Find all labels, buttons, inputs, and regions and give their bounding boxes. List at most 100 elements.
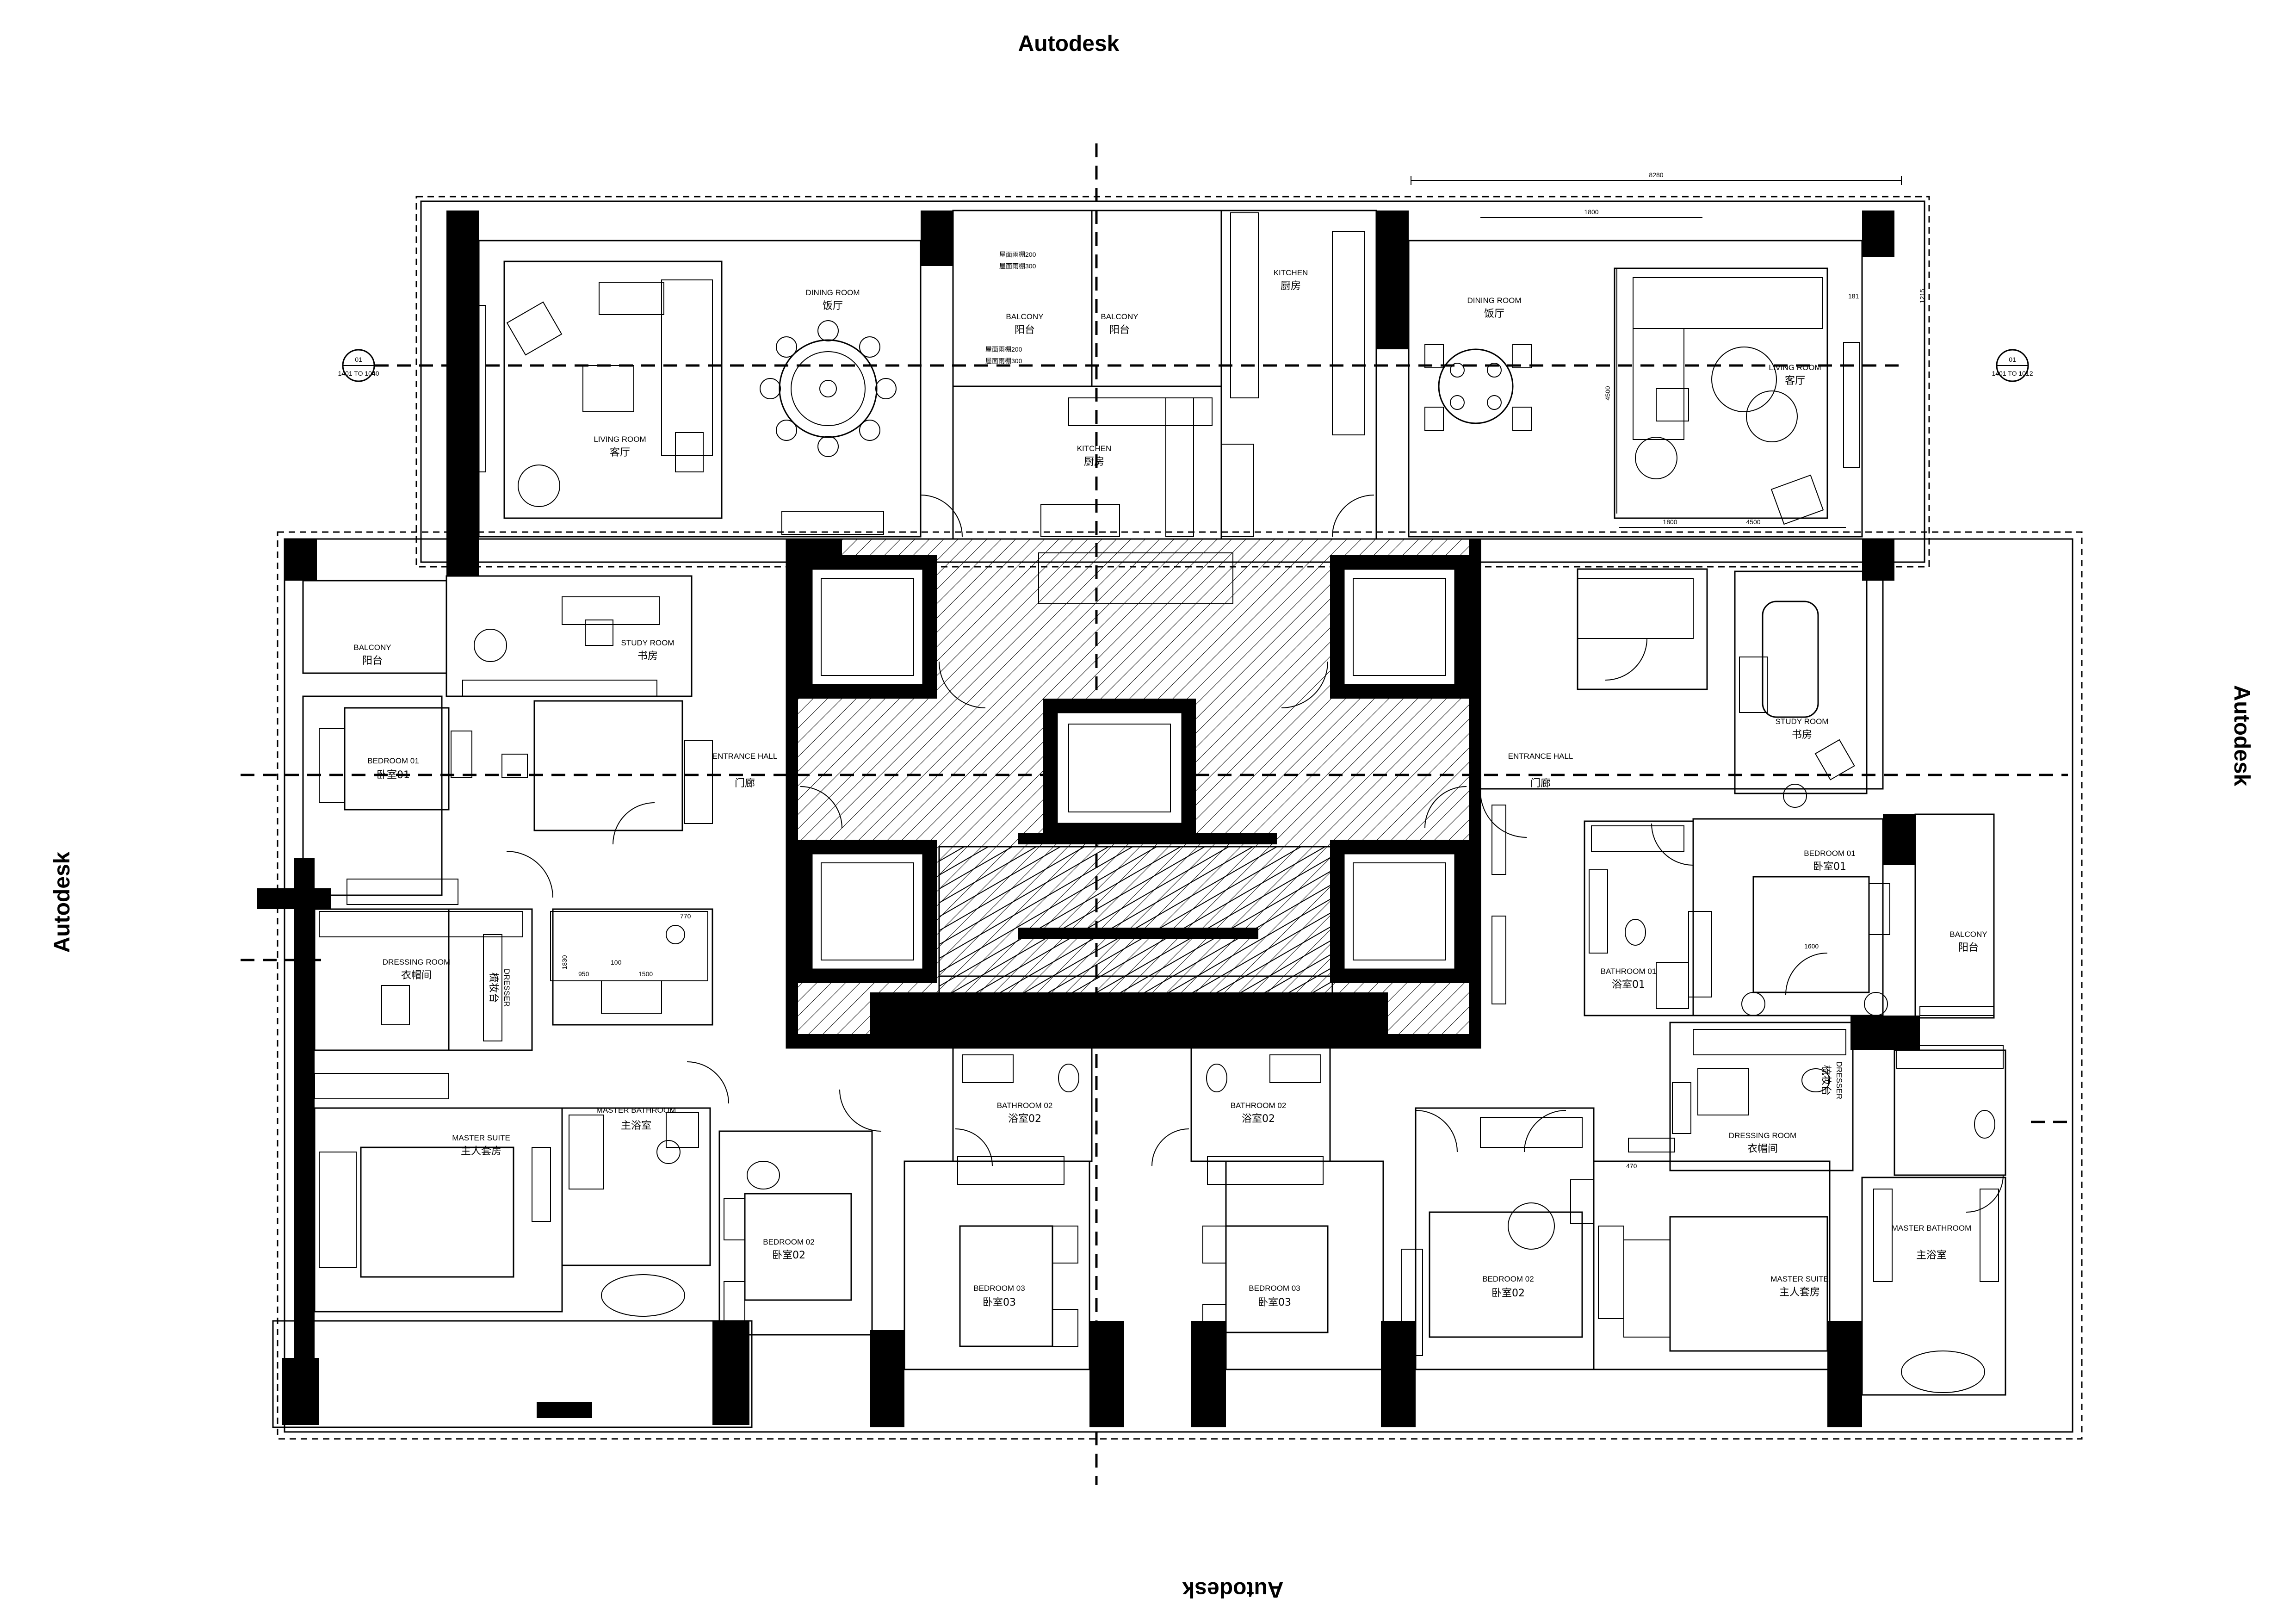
room-label: ENTRANCE HALL	[712, 752, 778, 761]
room-label: BATHROOM 01	[1601, 967, 1657, 976]
room-label: MASTER SUITE	[1770, 1275, 1829, 1283]
room-labels: LIVING ROOM 客厅 DINING ROOM 饭厅 BALCONY 阳台…	[353, 268, 1987, 1308]
svg-text:卧室03: 卧室03	[983, 1297, 1016, 1308]
svg-text:屋面雨棚300: 屋面雨棚300	[985, 357, 1022, 365]
room-label: STUDY ROOM	[1776, 717, 1829, 726]
section-marker-east: 01 1401 TO 1012	[1992, 349, 2033, 382]
room-label: KITCHEN	[1077, 444, 1112, 453]
room-label: BATHROOM 02	[1231, 1101, 1287, 1110]
room-label: MASTER SUITE	[452, 1134, 510, 1142]
svg-text:客厅: 客厅	[1785, 375, 1805, 387]
svg-text:门廊: 门廊	[1530, 778, 1551, 789]
room-label: BEDROOM 01	[367, 756, 419, 765]
watermark-bottom: Autodesk	[1182, 1577, 1283, 1602]
svg-text:主浴室: 主浴室	[1916, 1250, 1947, 1261]
svg-text:浴室01: 浴室01	[1612, 979, 1645, 991]
room-label: LIVING ROOM	[594, 435, 646, 444]
building-core	[786, 538, 1481, 1049]
svg-text:卧室02: 卧室02	[772, 1250, 805, 1261]
svg-text:4500: 4500	[1746, 518, 1760, 526]
svg-text:厨房: 厨房	[1281, 280, 1301, 292]
svg-text:主浴室: 主浴室	[621, 1120, 651, 1132]
dimension-lines: 8280 1800 1800 4500 4500 1215	[1411, 171, 1926, 528]
svg-text:门廊: 门廊	[735, 778, 755, 789]
room-label: DRESSER	[1835, 1061, 1844, 1099]
svg-text:卧室01: 卧室01	[377, 769, 410, 781]
svg-text:470: 470	[1626, 1162, 1637, 1170]
svg-text:1800: 1800	[1663, 518, 1677, 526]
svg-text:浴室02: 浴室02	[1008, 1113, 1041, 1125]
room-label: LIVING ROOM	[1769, 363, 1821, 372]
room-label: ENTRANCE HALL	[1508, 752, 1573, 761]
svg-text:书房: 书房	[1792, 729, 1812, 741]
svg-text:客厅: 客厅	[610, 447, 630, 458]
svg-text:饭厅: 饭厅	[1484, 308, 1504, 320]
room-label: STUDY ROOM	[621, 638, 675, 647]
room-label: MASTER BATHROOM	[1892, 1224, 1972, 1233]
svg-text:01: 01	[355, 356, 362, 363]
room-label: BEDROOM 03	[973, 1284, 1025, 1293]
room-label: BALCONY	[1949, 930, 1987, 939]
balcony-notes: 屋面雨棚200 屋面雨棚300 屋面雨棚200 屋面雨棚300	[985, 251, 1036, 365]
room-label: KITCHEN	[1274, 268, 1308, 277]
svg-text:饭厅: 饭厅	[823, 300, 843, 312]
svg-text:主人套房: 主人套房	[461, 1146, 501, 1157]
room-label: BALCONY	[1101, 312, 1138, 321]
svg-text:1830: 1830	[561, 955, 568, 969]
svg-text:主人套房: 主人套房	[1779, 1287, 1820, 1298]
room-label: BALCONY	[1006, 312, 1043, 321]
svg-text:8280: 8280	[1649, 171, 1663, 179]
svg-text:浴室02: 浴室02	[1242, 1113, 1275, 1125]
furniture	[314, 212, 2004, 1393]
door-swings	[506, 495, 2004, 1213]
svg-text:1800: 1800	[1584, 208, 1598, 216]
svg-text:卧室03: 卧室03	[1258, 1297, 1291, 1308]
room-label: BEDROOM 02	[763, 1238, 814, 1246]
svg-text:屋面雨棚200: 屋面雨棚200	[999, 251, 1036, 258]
svg-text:阳台: 阳台	[1015, 324, 1035, 336]
room-label: DRESSING ROOM	[1729, 1131, 1796, 1140]
svg-text:厨房: 厨房	[1084, 456, 1104, 468]
room-label: BEDROOM 02	[1482, 1275, 1534, 1283]
room-label: BEDROOM 01	[1804, 849, 1855, 858]
svg-text:衣帽间: 衣帽间	[1747, 1143, 1778, 1155]
svg-text:屋面雨棚200: 屋面雨棚200	[985, 346, 1022, 353]
room-outlines	[272, 210, 2006, 1428]
svg-text:950: 950	[578, 970, 589, 978]
svg-text:阳台: 阳台	[1958, 942, 1979, 954]
room-label: DRESSING ROOM	[383, 958, 450, 966]
watermark-left: Autodesk	[50, 851, 74, 953]
svg-text:1401 TO 1040: 1401 TO 1040	[338, 370, 379, 377]
room-label: MASTER BATHROOM	[596, 1106, 676, 1115]
room-label: DINING ROOM	[1467, 296, 1521, 305]
room-label: BATHROOM 02	[997, 1101, 1053, 1110]
svg-text:卧室01: 卧室01	[1813, 861, 1846, 873]
svg-text:181: 181	[1848, 292, 1859, 300]
room-label: BEDROOM 03	[1249, 1284, 1300, 1293]
structural-walls	[257, 211, 1920, 1427]
svg-text:阳台: 阳台	[362, 655, 383, 667]
svg-text:770: 770	[680, 912, 691, 920]
watermark-top: Autodesk	[1018, 31, 1120, 56]
svg-text:梳妆台: 梳妆台	[1820, 1065, 1832, 1096]
svg-text:阳台: 阳台	[1109, 324, 1130, 336]
inner-dimensions: 1830 950 100 1500 470 1600 181 770	[561, 292, 1859, 1170]
svg-text:100: 100	[611, 959, 622, 966]
room-label: DINING ROOM	[805, 288, 860, 297]
section-marker-west: 01 1401 TO 1040	[338, 349, 379, 382]
svg-text:1500: 1500	[638, 970, 653, 978]
watermark-right: Autodesk	[2229, 685, 2254, 787]
svg-text:1600: 1600	[1804, 942, 1819, 950]
room-label: BALCONY	[353, 643, 391, 652]
room-label: DRESSER	[502, 969, 511, 1007]
svg-text:梳妆台: 梳妆台	[488, 973, 499, 1003]
svg-text:屋面雨棚300: 屋面雨棚300	[999, 262, 1036, 270]
svg-text:卧室02: 卧室02	[1491, 1288, 1525, 1299]
svg-text:1215: 1215	[1918, 289, 1926, 303]
svg-text:书房: 书房	[637, 650, 658, 662]
svg-text:4500: 4500	[1604, 386, 1611, 400]
svg-text:1401 TO 1012: 1401 TO 1012	[1992, 370, 2033, 377]
svg-text:01: 01	[2009, 356, 2016, 363]
svg-text:衣帽间: 衣帽间	[401, 970, 432, 981]
